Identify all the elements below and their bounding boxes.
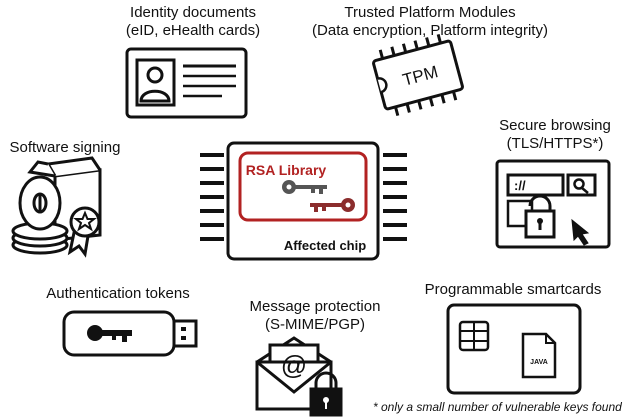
smartcard-java-icon (446, 303, 582, 395)
messages-title: Message protection (249, 298, 381, 315)
identity-title: Identity documents (130, 4, 256, 21)
footnote: * only a small number of vulnerable keys… (373, 400, 622, 414)
envelope-lock-icon (255, 336, 343, 417)
messages-label: Message protection (S-MIME/PGP) (225, 298, 405, 334)
tokens-title: Authentication tokens (46, 285, 190, 302)
tokens-label: Authentication tokens (28, 285, 208, 303)
id-card-icon (125, 47, 248, 119)
tpm-subtitle: (Data encryption, Platform integrity) (312, 22, 548, 39)
keys-icon (282, 180, 355, 212)
identity-label: Identity documents (eID, eHealth cards) (88, 4, 298, 40)
browsing-label: Secure browsing (TLS/HTTPS*) (480, 117, 630, 153)
affected-chip: RSA Library Affected chip (200, 141, 407, 261)
affected-chip-label: Affected chip (284, 238, 366, 253)
identity-subtitle: (eID, eHealth cards) (125, 22, 261, 39)
smartcard-file-label: JAVA (530, 359, 548, 366)
envelope-at-symbol: @ (281, 350, 307, 380)
messages-subtitle: (S-MIME/PGP) (265, 316, 365, 333)
smartcards-label: Programmable smartcards (408, 281, 618, 299)
rsa-library-label: RSA Library (246, 162, 327, 178)
signing-title: Software signing (9, 139, 121, 156)
browsing-title: Secure browsing (499, 117, 611, 134)
tpm-title: Trusted Platform Modules (344, 4, 516, 21)
smartcards-title: Programmable smartcards (424, 281, 602, 298)
software-box-icon (11, 156, 102, 258)
tpm-label: Trusted Platform Modules (Data encryptio… (285, 4, 575, 40)
usb-key-icon (62, 310, 198, 357)
browsing-subtitle: (TLS/HTTPS*) (506, 135, 604, 152)
tpm-chip-icon: TPM (372, 34, 464, 116)
signing-label: Software signing (0, 139, 130, 157)
browser-lock-icon (495, 159, 611, 249)
browser-address-text: :// (514, 178, 526, 193)
